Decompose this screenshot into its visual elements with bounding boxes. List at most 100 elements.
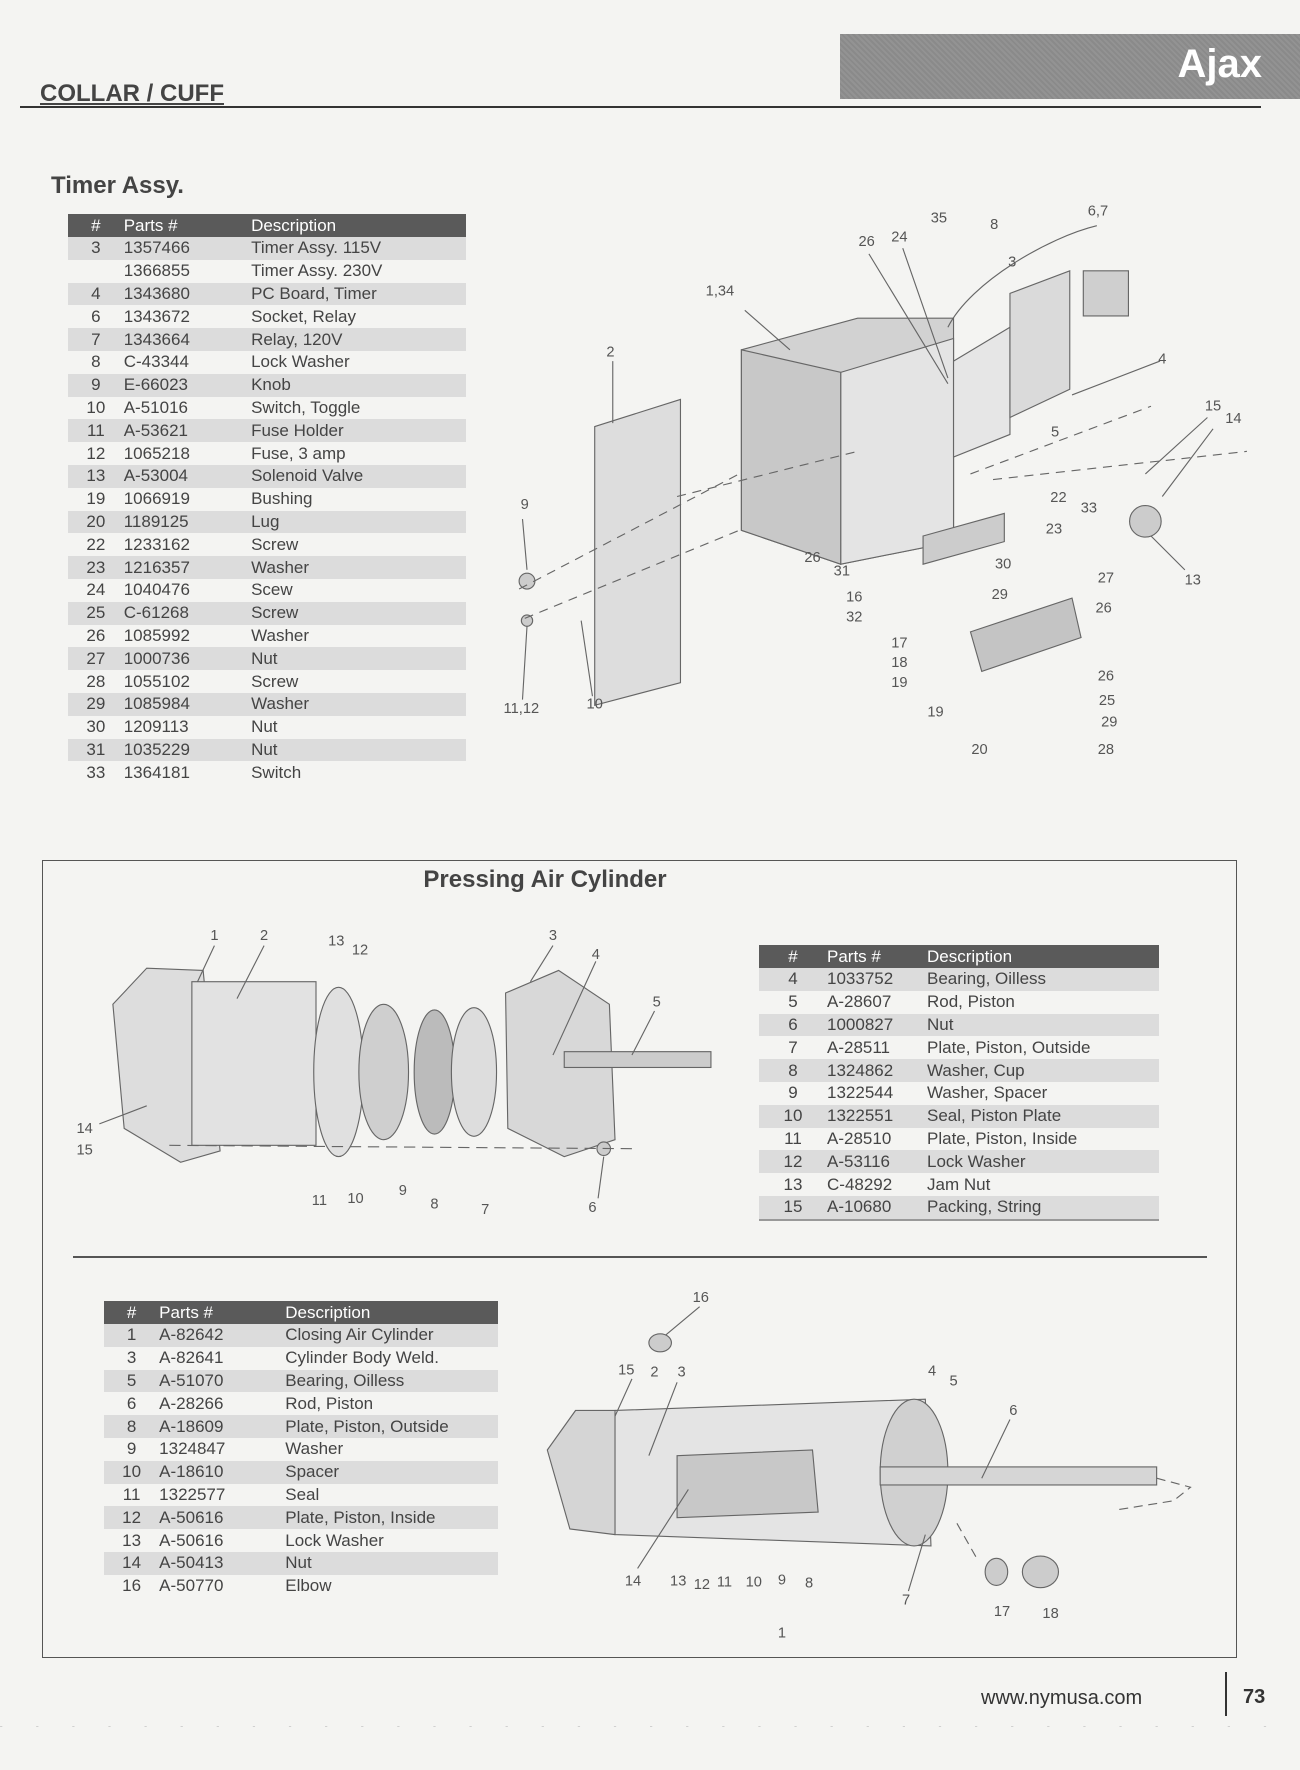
item-number-cell: 1 [104, 1324, 160, 1347]
header-divider [20, 106, 1261, 108]
item-number-cell: 11 [122, 1484, 141, 1504]
part-number-cell: 1324847 [159, 1439, 226, 1459]
item-number-cell: 3 [126, 1348, 137, 1368]
part-number-cell: 1357466 [123, 237, 252, 260]
callout-label: 2 [260, 928, 268, 944]
callout-label: 1 [778, 1625, 786, 1641]
cylinder-section-frame [42, 860, 1237, 1658]
item-number-cell: 28 [86, 671, 106, 691]
description-cell: Nut [251, 738, 466, 762]
callout-label: 31 [834, 563, 850, 579]
part-number-cell: 1216357 [123, 556, 252, 579]
part-number-cell: A-28266 [159, 1393, 224, 1413]
callout-label: 4 [592, 947, 600, 963]
callout-label: 26 [804, 550, 820, 566]
callout-label: 8 [805, 1576, 813, 1592]
column-header: Description [285, 1301, 498, 1324]
table-row: 1366855 Timer Assy. 230V [68, 260, 466, 283]
description-cell: Fuse, 3 amp [251, 443, 346, 463]
description-cell: Socket, Relay [251, 306, 356, 326]
callout-label: 29 [992, 587, 1008, 603]
item-number-cell: 20 [68, 510, 124, 534]
part-number-cell: 1366855 [123, 261, 190, 281]
callout-label: 2 [650, 1365, 658, 1381]
callout-label: 33 [1081, 500, 1097, 516]
description-cell: Switch [251, 762, 302, 782]
description-cell: Seal [285, 1484, 320, 1504]
column-header: Parts # [827, 945, 927, 968]
description-cell: Timer Assy. 230V [251, 261, 383, 281]
part-number-cell: 1364181 [123, 762, 190, 782]
callout-label: 4 [928, 1364, 936, 1380]
callout-label: 10 [587, 697, 603, 713]
column-header: Description [927, 945, 1159, 968]
item-number-cell: 7 [68, 328, 124, 351]
callout-label: 19 [927, 705, 943, 721]
callout-label: 10 [746, 1575, 762, 1591]
part-number-cell: 1055102 [123, 671, 190, 691]
callout-label: 5 [949, 1374, 957, 1390]
item-number-cell: 8 [104, 1415, 160, 1438]
description-cell: Nut [927, 1013, 1159, 1037]
part-number-cell: 1066919 [123, 489, 190, 509]
callout-label: 22 [1050, 490, 1066, 506]
item-number-cell: 8 [91, 352, 101, 372]
part-number-cell: 1035229 [123, 738, 252, 762]
callout-label: 30 [995, 557, 1011, 573]
part-number-cell: 1233162 [123, 534, 190, 554]
callout-label: 35 [931, 210, 947, 226]
callout-label: 1,34 [706, 284, 735, 300]
footer-url[interactable]: www.nymusa.com [981, 1687, 1143, 1709]
part-number-cell: 1085984 [123, 692, 252, 716]
callout-label: 11 [312, 1193, 327, 1209]
item-number-cell: 12 [86, 443, 106, 463]
callout-label: 15 [618, 1362, 634, 1378]
item-number-cell: 25 [68, 601, 124, 625]
item-number-cell: 4 [68, 282, 124, 306]
callout-label: 3 [549, 928, 557, 944]
callout-label: 27 [1098, 570, 1114, 586]
column-header: Parts # [123, 214, 252, 237]
callout-label: 6 [588, 1200, 596, 1216]
item-number-cell: 13 [68, 464, 124, 488]
part-number-cell: 1343664 [123, 328, 252, 351]
part-number-cell: A-50413 [159, 1551, 286, 1575]
part-number-cell: 1085992 [123, 625, 190, 645]
callout-label: 10 [347, 1191, 363, 1207]
part-number-cell: A-51016 [123, 397, 188, 417]
description-cell: Rod, Piston [927, 992, 1015, 1012]
callout-label: 8 [430, 1197, 438, 1213]
item-number-cell: 27 [68, 647, 124, 671]
description-cell: Jam Nut [927, 1174, 991, 1194]
part-number-cell: A-50616 [159, 1506, 286, 1530]
item-number-cell: 14 [104, 1551, 160, 1575]
callout-label: 15 [1205, 399, 1221, 415]
part-number-cell: A-53116 [827, 1150, 927, 1174]
callout-label: 6,7 [1088, 204, 1108, 220]
description-cell: Switch, Toggle [251, 397, 361, 417]
callout-label: 1 [210, 928, 218, 944]
description-cell: Nut [251, 647, 466, 671]
part-number-cell: 1209113 [123, 717, 189, 737]
part-number-cell: C-61268 [123, 601, 252, 625]
description-cell: Rod, Piston [285, 1393, 374, 1413]
part-number-cell: A-18610 [159, 1460, 286, 1484]
item-number-cell: 23 [68, 556, 124, 579]
part-number-cell: 1000736 [123, 647, 252, 671]
item-number-cell: 30 [86, 717, 106, 737]
part-number-cell: A-51070 [159, 1369, 286, 1393]
